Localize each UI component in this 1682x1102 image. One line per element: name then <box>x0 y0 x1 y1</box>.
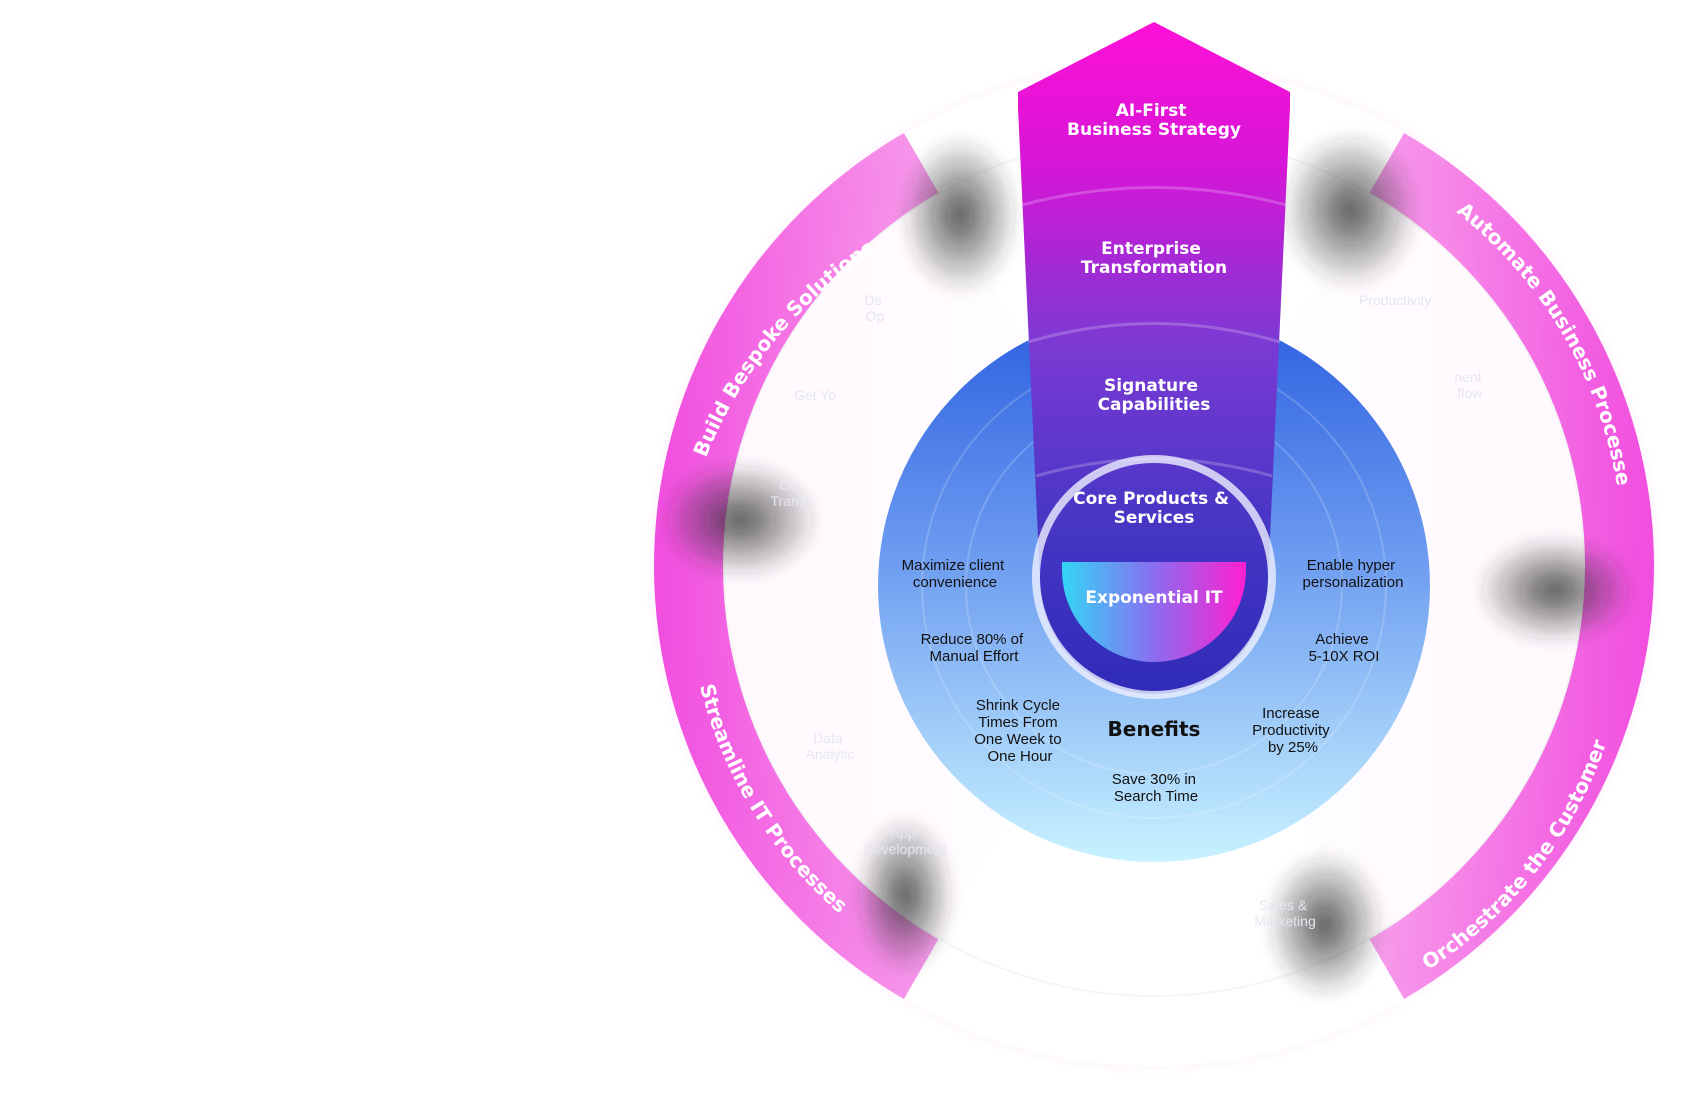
benefit-hyper-personalization: Enable hyper personalization <box>1303 557 1404 591</box>
arrow-label-ai-first: AI-First Business Strategy <box>1067 101 1241 140</box>
faint-label: Productivity <box>1359 292 1431 308</box>
shadow-blob <box>1280 130 1420 290</box>
shadow-blob <box>855 815 955 975</box>
faint-labels: Ds Op Get Yo Co Transf Productivity nent… <box>770 292 1485 929</box>
faint-label: nent flow <box>1454 369 1485 401</box>
arrow-label-signature: Signature Capabilities <box>1098 376 1211 415</box>
shadow-blob <box>660 460 820 580</box>
benefit-client-convenience: Maximize client convenience <box>902 557 1009 591</box>
faint-label: Sales & Marketing <box>1254 897 1315 929</box>
central-arrow: AI-First Business Strategy Enterprise Tr… <box>1018 22 1290 699</box>
segment-shadows <box>660 130 1635 1000</box>
core-halo <box>1032 455 1276 699</box>
benefit-roi: Achieve 5-10X ROI <box>1309 631 1380 665</box>
shadow-blob <box>1475 535 1635 645</box>
arrow-label-enterprise: Enterprise Transformation <box>1081 239 1227 278</box>
benefit-cycle-times: Shrink Cycle Times From One Week to One … <box>974 697 1065 765</box>
benefit-manual-effort: Reduce 80% of Manual Effort <box>921 631 1028 665</box>
benefit-productivity: Increase Productivity by 25% <box>1252 705 1334 756</box>
arrow-label-core-products: Core Products & Services <box>1073 489 1235 528</box>
arrow-body <box>1018 22 1290 694</box>
faint-label: Get Yo <box>794 387 836 403</box>
exponential-it-core <box>1062 562 1246 662</box>
shadow-blob <box>1265 850 1385 1000</box>
benefits-title: Benefits <box>1108 717 1201 741</box>
arrow-layer-divider <box>1021 186 1287 207</box>
arrow-layer-divider <box>1027 322 1281 344</box>
faint-label: Data Analytic <box>805 730 854 762</box>
core-label: Exponential IT <box>1085 588 1223 608</box>
benefit-search-time: Save 30% in Search Time <box>1112 771 1200 805</box>
shadow-blob <box>900 135 1020 295</box>
faint-label: Ds Op <box>864 292 885 324</box>
faint-label: App Development <box>864 825 947 857</box>
faint-label: Co Transf <box>770 477 809 509</box>
